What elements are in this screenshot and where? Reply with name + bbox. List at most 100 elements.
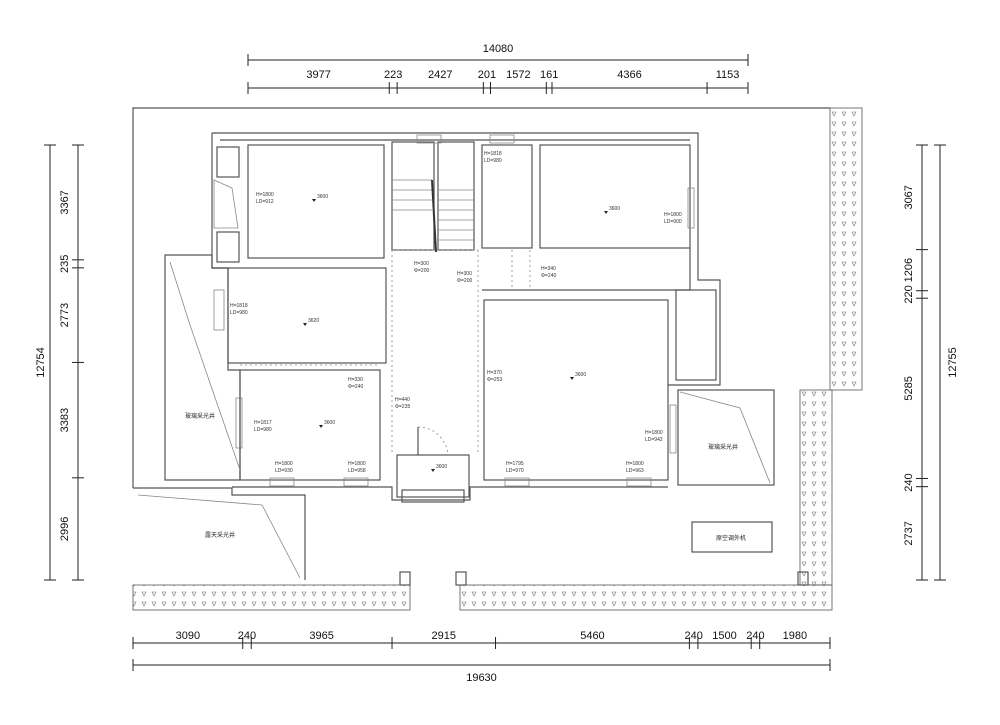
light-well-right: 玻璃采光井 — [677, 389, 775, 486]
level-marker-icon — [604, 211, 608, 214]
retaining-wall-right-upper — [829, 107, 863, 391]
open-light-well: 露天采光井 — [133, 487, 306, 580]
annotation-size: LD=958 — [348, 468, 366, 474]
annotation-height: H=1800 — [256, 192, 274, 198]
stair-right — [437, 141, 475, 251]
annotation-size: LD=930 — [275, 468, 293, 474]
dimension-label: 1206 — [903, 258, 915, 282]
annotation-height: H=1818 — [230, 303, 248, 309]
living-room — [483, 299, 669, 481]
storage-right — [675, 289, 717, 381]
dimension-total: 12754 — [35, 347, 47, 378]
dimension-label: 1500 — [712, 630, 736, 642]
annotation-height: H=1817 — [254, 420, 272, 426]
level-value: 3600 — [575, 372, 586, 378]
dimension-label: 3367 — [59, 190, 71, 214]
light-well-right-label: 玻璃采光井 — [708, 443, 738, 451]
dimension-label: 235 — [59, 255, 71, 273]
annotation-height: H=370 — [487, 370, 502, 376]
annotation-size: Φ=235 — [395, 404, 410, 410]
dimension-label: 2773 — [59, 303, 71, 327]
light-well-left-label: 玻璃采光井 — [185, 412, 215, 420]
annotation-size: LD=980 — [230, 310, 248, 316]
annotation-size: Φ=200 — [457, 278, 472, 284]
entry-vestibule — [396, 454, 470, 498]
dimension-label: 240 — [238, 630, 256, 642]
dimension-label: 3067 — [903, 185, 915, 209]
annotation-height: H=440 — [395, 397, 410, 403]
dimension-label: 3965 — [309, 630, 333, 642]
annotation-height: H=330 — [348, 377, 363, 383]
dimension-label: 1153 — [716, 69, 740, 81]
annotation-height: H=1800 — [348, 461, 366, 467]
room-middle-left — [227, 267, 387, 364]
dimension-label: 4366 — [617, 69, 641, 81]
dimension-label: 3090 — [176, 630, 200, 642]
bedroom-top-right — [539, 144, 691, 249]
dimension-label: 2915 — [432, 630, 456, 642]
annotation-height: H=1795 — [506, 461, 524, 467]
annotation-size: Φ=240 — [348, 384, 363, 390]
annotation-size: LD=912 — [256, 199, 274, 205]
dimension-total: 12755 — [947, 347, 959, 378]
annotation-size: Φ=200 — [414, 268, 429, 274]
dimension-label: 5460 — [580, 630, 604, 642]
annotation-height: H=1800 — [626, 461, 644, 467]
dimension-label: 5285 — [903, 376, 915, 400]
dimension-label: 2996 — [59, 517, 71, 541]
annotation-height: H=1800 — [645, 430, 663, 436]
level-value: 3600 — [317, 194, 328, 200]
level-marker-icon — [303, 323, 307, 326]
annotation-height: H=1800 — [275, 461, 293, 467]
annotation-size: Φ=253 — [487, 377, 502, 383]
bathroom-top — [481, 144, 533, 249]
annotation-size: Φ=240 — [541, 273, 556, 279]
annotation-size: LD=970 — [506, 468, 524, 474]
dimension-label: 1980 — [783, 630, 807, 642]
annotation-size: LD=980 — [254, 427, 272, 433]
level-marker-icon — [312, 199, 316, 202]
annotation-height: H=300 — [414, 261, 429, 267]
light-well-left: 玻璃采光井 — [164, 254, 241, 481]
annotation-size: LD=963 — [626, 468, 644, 474]
stair-left — [391, 141, 435, 251]
level-value: 3600 — [436, 464, 447, 470]
dimension-label: 1572 — [506, 69, 530, 81]
annotation-height: H=300 — [457, 271, 472, 277]
level-marker-icon — [319, 425, 323, 428]
building-walls — [211, 132, 721, 503]
open-light-well-label: 露天采光井 — [205, 531, 235, 539]
dimension-label: 220 — [903, 285, 915, 303]
site-boundary — [132, 107, 863, 611]
annotation-height: H=340 — [541, 266, 556, 272]
dimension-total: 14080 — [483, 43, 514, 55]
dimension-label: 240 — [903, 473, 915, 491]
retaining-wall-bottom-left — [132, 584, 411, 611]
annotation-size: LD=980 — [484, 158, 502, 164]
annotation-size: LD=900 — [664, 219, 682, 225]
dimension-label: 161 — [540, 69, 558, 81]
dimension-total: 19630 — [466, 672, 497, 684]
annotation-size: LD=942 — [645, 437, 663, 443]
dimension-label: 201 — [478, 69, 496, 81]
level-marker-icon — [431, 469, 435, 472]
bedroom-top-left — [247, 144, 385, 259]
retaining-wall-bottom-right — [459, 584, 833, 611]
level-marker-icon — [570, 377, 574, 380]
level-value: 3600 — [609, 206, 620, 212]
dimension-label: 3977 — [306, 69, 330, 81]
dimension-label: 2737 — [903, 521, 915, 545]
level-value: 3620 — [308, 318, 319, 324]
ac-unit: 原空调外机 — [691, 521, 773, 553]
dimension-label: 2427 — [428, 69, 452, 81]
annotation-height: H=1818 — [484, 151, 502, 157]
dimension-lines: 3977 223 2427 201 1572 161 4366 1153 14080 3090 24… — [35, 43, 959, 684]
dimension-label: 240 — [746, 630, 764, 642]
dimension-label: 240 — [684, 630, 702, 642]
dimension-label: 3383 — [59, 408, 71, 432]
ac-unit-label: 原空调外机 — [716, 534, 746, 542]
dimension-label: 223 — [384, 69, 402, 81]
